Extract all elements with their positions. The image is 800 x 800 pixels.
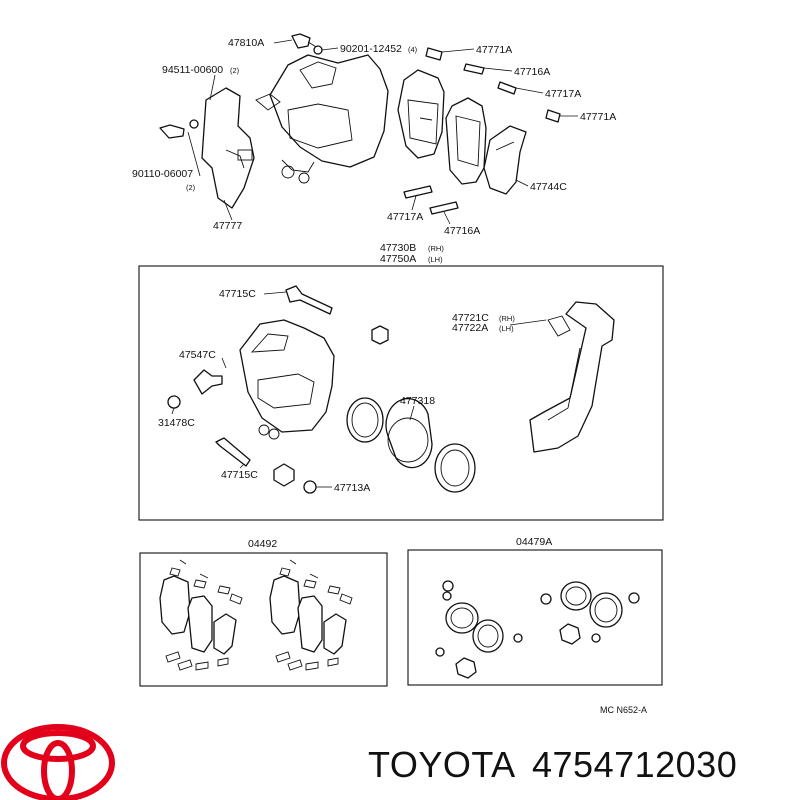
label-04492: 04492 — [248, 538, 277, 550]
caliper-body-top — [255, 54, 389, 184]
label-31478C: 31478C — [158, 417, 195, 429]
slide-pin-top — [263, 285, 333, 315]
caliper-body — [239, 319, 335, 440]
label-94511-00600: 94511-00600 — [162, 64, 223, 76]
clips-top-right — [425, 47, 561, 123]
label-47722A-lh: (LH) — [499, 324, 514, 333]
piston-seal — [346, 397, 384, 443]
label-47715C-bot: 47715C — [221, 469, 258, 481]
label-90201-12452: 90201-12452 — [340, 43, 402, 55]
seal-kit-04479A-box — [407, 549, 663, 686]
bolt-47810A — [291, 33, 319, 49]
brake-pad-inner — [397, 69, 445, 159]
label-47771A-mid: 47771A — [580, 111, 616, 123]
label-47717A-top: 47717A — [545, 88, 581, 100]
label-90110-06007: 90110-06007 — [132, 168, 193, 180]
shim-47777 — [201, 87, 255, 209]
label-47810A: 47810A — [228, 37, 264, 49]
boot-small — [371, 325, 389, 345]
label-04479A: 04479A — [516, 536, 552, 548]
label-94511-qty: (2) — [230, 66, 240, 75]
bushing-47713A — [303, 480, 317, 494]
pad-kit-right-set — [269, 559, 353, 671]
pad-kit-left-set — [159, 559, 243, 671]
clips-bottom — [403, 185, 459, 215]
caliper-assembly-box: 47715C 47721C (RH) 47722A (LH) 47547C 47… — [138, 265, 664, 521]
leader-lines-top — [187, 39, 578, 225]
washer-90201 — [313, 45, 323, 55]
brand-name: TOYOTA — [368, 744, 516, 785]
label-47721C: 47721C — [452, 312, 489, 324]
label-47730B-rh: (RH) — [428, 244, 444, 253]
label-47731B: 477318 — [400, 395, 435, 407]
toyota-logo — [1, 724, 115, 800]
label-47713A: 47713A — [334, 482, 370, 494]
label-47547C: 47547C — [179, 349, 216, 361]
brake-pad-outer — [445, 97, 487, 185]
label-47716A-top: 47716A — [514, 66, 550, 78]
label-reference-code: MC N652-A — [600, 705, 647, 715]
pad-kit-04492-box — [139, 552, 388, 687]
label-47716A-bot: 47716A — [444, 225, 480, 237]
top-exploded-assembly: 47810A 90201-12452 (4) 47771A 94511-0060… — [132, 33, 616, 237]
seal-kit-left-set — [435, 580, 523, 679]
label-47730B: 47730B — [380, 242, 416, 254]
label-47717A-bot: 47717A — [387, 211, 423, 223]
shim-47744C — [483, 125, 527, 195]
bleeder-47547C — [193, 357, 227, 395]
seal-kit-right-set — [540, 581, 640, 645]
label-47777: 47777 — [213, 220, 242, 232]
label-47721C-rh: (RH) — [499, 314, 515, 323]
label-90110-qty: (2) — [186, 183, 196, 192]
label-47771A-top: 47771A — [476, 44, 512, 56]
label-47750A: 47750A — [380, 253, 416, 265]
label-47744C: 47744C — [530, 181, 567, 193]
label-47750A-lh: (LH) — [428, 255, 443, 264]
bolt-90110 — [159, 119, 199, 139]
dust-boot — [434, 443, 476, 493]
piston-47731B — [385, 397, 433, 469]
label-90201-qty: (4) — [408, 45, 418, 54]
slide-pin-bottom — [215, 437, 251, 469]
label-47722A: 47722A — [452, 322, 488, 334]
boot-47713A-pin — [273, 463, 295, 487]
part-number: 4754712030 — [532, 744, 737, 785]
caliper-bracket — [509, 301, 615, 453]
label-47715C-top: 47715C — [219, 288, 256, 300]
cap-31478C — [167, 395, 181, 409]
